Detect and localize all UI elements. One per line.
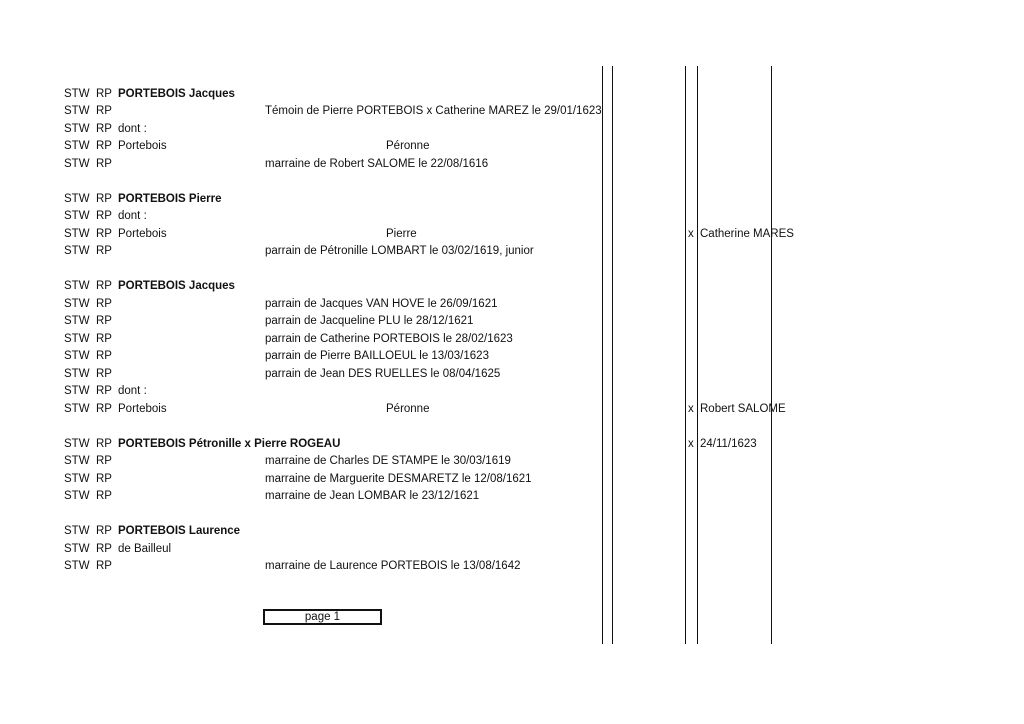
- record-cx: x: [688, 438, 694, 450]
- record-c3: Portebois: [118, 403, 167, 415]
- record-c2: RP: [96, 280, 112, 292]
- record-c2: RP: [96, 560, 112, 572]
- record-c2: RP: [96, 193, 112, 205]
- record-c3: de Bailleul: [118, 543, 172, 555]
- record-c2: RP: [96, 543, 112, 555]
- record-c3: Portebois: [118, 140, 167, 152]
- record-c2: RP: [96, 455, 112, 467]
- record-c2: RP: [96, 228, 112, 240]
- record-c2: RP: [96, 333, 112, 345]
- page-number-box: page 1: [263, 609, 382, 625]
- column-rule: [685, 66, 686, 644]
- record-c1: STW: [64, 193, 90, 205]
- record-c6: 24/11/1623: [700, 438, 757, 450]
- record-c1: STW: [64, 385, 90, 397]
- record-c3: dont :: [118, 385, 147, 397]
- record-c1: STW: [64, 298, 90, 310]
- record-c4: parrain de Pierre BAILLOEUL le 13/03/162…: [265, 350, 489, 362]
- record-c5: Pierre: [386, 228, 417, 240]
- column-rule: [771, 66, 772, 644]
- column-rule: [612, 66, 613, 644]
- record-c1: STW: [64, 368, 90, 380]
- record-c3: PORTEBOIS Laurence: [118, 525, 241, 537]
- record-c4: marraine de Marguerite DESMARETZ le 12/0…: [265, 473, 532, 485]
- record-c4: marraine de Robert SALOME le 22/08/1616: [265, 158, 489, 170]
- record-c1: STW: [64, 123, 90, 135]
- record-c2: RP: [96, 298, 112, 310]
- record-c2: RP: [96, 105, 112, 117]
- record-c2: RP: [96, 88, 112, 100]
- record-c5: Péronne: [386, 140, 430, 152]
- record-c4: parrain de Jacqueline PLU le 28/12/1621: [265, 315, 474, 327]
- record-c2: RP: [96, 525, 112, 537]
- column-rule: [602, 66, 603, 644]
- record-c3: Portebois: [118, 228, 167, 240]
- record-c2: RP: [96, 315, 112, 327]
- record-c1: STW: [64, 105, 90, 117]
- record-c3: dont :: [118, 123, 147, 135]
- column-rule: [697, 66, 698, 644]
- record-c1: STW: [64, 333, 90, 345]
- record-c1: STW: [64, 158, 90, 170]
- record-c2: RP: [96, 123, 112, 135]
- record-c5: Péronne: [386, 403, 430, 415]
- record-c2: RP: [96, 403, 112, 415]
- record-c1: STW: [64, 140, 90, 152]
- record-c1: STW: [64, 403, 90, 415]
- record-c6: Catherine MARES: [700, 228, 794, 240]
- record-c2: RP: [96, 368, 112, 380]
- record-c3: PORTEBOIS Jacques: [118, 88, 235, 100]
- record-c1: STW: [64, 560, 90, 572]
- record-c2: RP: [96, 473, 112, 485]
- record-c2: RP: [96, 350, 112, 362]
- record-c2: RP: [96, 385, 112, 397]
- record-c4: parrain de Jacques VAN HOVE le 26/09/162…: [265, 298, 498, 310]
- record-c2: RP: [96, 158, 112, 170]
- record-c1: STW: [64, 490, 90, 502]
- record-c1: STW: [64, 245, 90, 257]
- record-c1: STW: [64, 210, 90, 222]
- record-c1: STW: [64, 438, 90, 450]
- page-number-label: page 1: [304, 611, 341, 623]
- record-c2: RP: [96, 140, 112, 152]
- record-c1: STW: [64, 455, 90, 467]
- record-c4: marraine de Jean LOMBAR le 23/12/1621: [265, 490, 480, 502]
- record-c1: STW: [64, 543, 90, 555]
- record-c2: RP: [96, 490, 112, 502]
- record-cx: x: [688, 228, 694, 240]
- record-c4: parrain de Jean DES RUELLES le 08/04/162…: [265, 368, 501, 380]
- record-c1: STW: [64, 525, 90, 537]
- record-c3: dont :: [118, 210, 147, 222]
- record-c1: STW: [64, 228, 90, 240]
- record-c4: parrain de Catherine PORTEBOIS le 28/02/…: [265, 333, 513, 345]
- record-c1: STW: [64, 280, 90, 292]
- record-c1: STW: [64, 350, 90, 362]
- record-cx: x: [688, 403, 694, 415]
- record-c1: STW: [64, 315, 90, 327]
- record-c4: Témoin de Pierre PORTEBOIS x Catherine M…: [265, 105, 602, 117]
- record-c6: Robert SALOME: [700, 403, 786, 415]
- record-c4: parrain de Pétronille LOMBART le 03/02/1…: [265, 245, 534, 257]
- record-c4: marraine de Laurence PORTEBOIS le 13/08/…: [265, 560, 521, 572]
- record-c1: STW: [64, 473, 90, 485]
- record-c3: PORTEBOIS Jacques: [118, 280, 235, 292]
- record-c2: RP: [96, 245, 112, 257]
- record-c3: PORTEBOIS Pétronille x Pierre ROGEAU: [118, 438, 341, 450]
- record-c4: marraine de Charles DE STAMPE le 30/03/1…: [265, 455, 511, 467]
- record-c1: STW: [64, 88, 90, 100]
- record-c2: RP: [96, 210, 112, 222]
- record-c3: PORTEBOIS Pierre: [118, 193, 222, 205]
- record-c2: RP: [96, 438, 112, 450]
